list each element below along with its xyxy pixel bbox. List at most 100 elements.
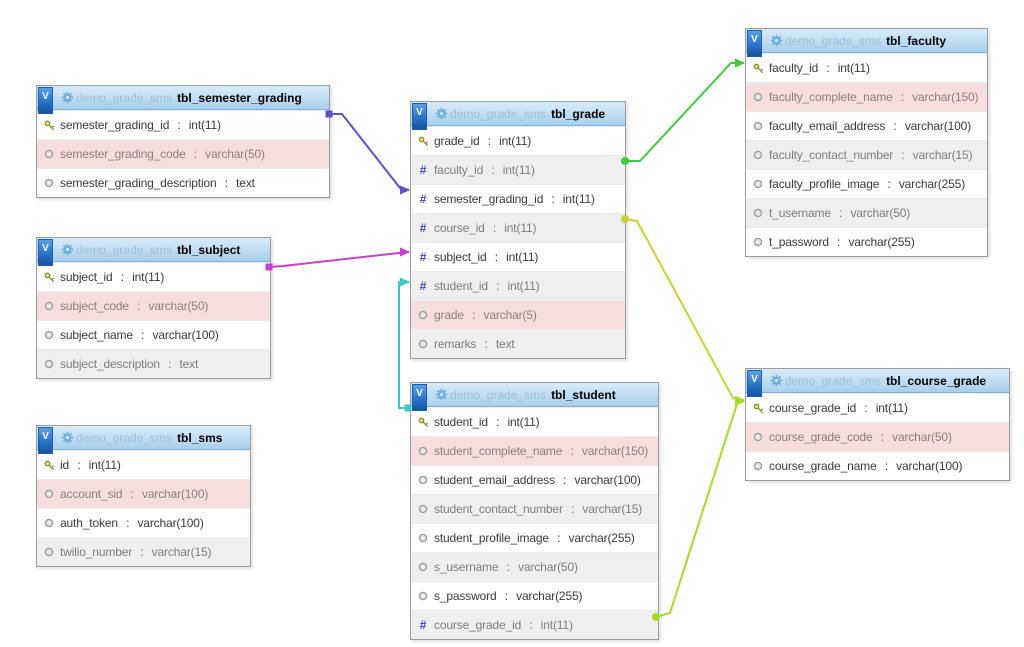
separator: : xyxy=(890,119,900,133)
toggle-badge[interactable]: v xyxy=(38,239,53,266)
table-tbl_faculty[interactable]: vdemo_grade_smstbl_facultyfaculty_id : i… xyxy=(745,28,988,257)
column-name: id xyxy=(60,458,69,472)
column-row[interactable]: subject_code : varchar(50) xyxy=(37,291,270,320)
column-row[interactable]: #semester_grading_id : int(11) xyxy=(411,184,625,213)
column-type: varchar(15) xyxy=(152,545,212,559)
separator: : xyxy=(898,90,908,104)
toggle-badge[interactable]: v xyxy=(412,103,427,130)
table-tbl_course_grade[interactable]: vdemo_grade_smstbl_course_gradecourse_gr… xyxy=(745,368,1010,481)
column-row[interactable]: semester_grading_code : varchar(50) xyxy=(37,139,329,168)
table-tbl_semester_grading[interactable]: vdemo_grade_smstbl_semester_gradingsemes… xyxy=(36,85,330,198)
gear-icon[interactable] xyxy=(770,374,783,387)
separator: : xyxy=(560,473,570,487)
column-row[interactable]: account_sid : varchar(100) xyxy=(37,479,250,508)
column-row[interactable]: #faculty_id : int(11) xyxy=(411,155,625,184)
column-name: s_password xyxy=(434,589,497,603)
table-header[interactable]: vdemo_grade_smstbl_sms xyxy=(37,426,250,450)
column-name: semester_grading_description xyxy=(60,176,217,190)
column-row[interactable]: id : int(11) xyxy=(37,450,250,479)
column-icon xyxy=(417,475,429,485)
column-row[interactable]: s_password : varchar(255) xyxy=(411,581,658,610)
column-row[interactable]: remarks : text xyxy=(411,329,625,358)
relation-target-arrow xyxy=(400,186,410,195)
column-row[interactable]: faculty_id : int(11) xyxy=(746,53,987,82)
column-icon xyxy=(752,432,764,442)
column-row[interactable]: auth_token : varchar(100) xyxy=(37,508,250,537)
column-row[interactable]: subject_name : varchar(100) xyxy=(37,320,270,349)
database-name: demo_grade_sms xyxy=(450,388,546,402)
column-row[interactable]: subject_id : int(11) xyxy=(37,262,270,291)
table-header[interactable]: vdemo_grade_smstbl_faculty xyxy=(746,29,987,53)
separator: : xyxy=(488,163,498,177)
foreign-key-icon: # xyxy=(417,221,429,235)
column-row[interactable]: faculty_email_address : varchar(100) xyxy=(746,111,987,140)
column-icon xyxy=(417,562,429,572)
separator: : xyxy=(469,308,479,322)
gear-icon[interactable] xyxy=(435,388,448,401)
column-type: text xyxy=(179,357,198,371)
column-row[interactable]: faculty_profile_image : varchar(255) xyxy=(746,169,987,198)
column-icon xyxy=(752,179,764,189)
column-icon xyxy=(417,310,429,320)
separator: : xyxy=(123,516,133,530)
column-row[interactable]: student_profile_image : varchar(255) xyxy=(411,523,658,552)
column-type: int(11) xyxy=(507,279,539,293)
column-row[interactable]: #student_id : int(11) xyxy=(411,271,625,300)
gear-icon[interactable] xyxy=(61,243,74,256)
separator: : xyxy=(548,192,558,206)
column-icon xyxy=(43,178,55,188)
column-name: faculty_profile_image xyxy=(769,177,879,191)
column-icon xyxy=(43,489,55,499)
toggle-badge[interactable]: v xyxy=(747,30,762,57)
table-header[interactable]: vdemo_grade_smstbl_student xyxy=(411,383,658,407)
column-row[interactable]: #subject_id : int(11) xyxy=(411,242,625,271)
table-header[interactable]: vdemo_grade_smstbl_semester_grading xyxy=(37,86,329,110)
toggle-badge[interactable]: v xyxy=(38,427,53,454)
table-tbl_student[interactable]: vdemo_grade_smstbl_studentstudent_id : i… xyxy=(410,382,659,640)
column-type: varchar(50) xyxy=(518,560,578,574)
column-row[interactable]: student_complete_name : varchar(150) xyxy=(411,436,658,465)
column-row[interactable]: t_username : varchar(50) xyxy=(746,198,987,227)
column-name: grade_id xyxy=(434,134,480,148)
column-row[interactable]: course_grade_code : varchar(50) xyxy=(746,422,1009,451)
column-row[interactable]: grade_id : int(11) xyxy=(411,126,625,155)
column-row[interactable]: student_email_address : varchar(100) xyxy=(411,465,658,494)
gear-icon[interactable] xyxy=(61,91,74,104)
separator: : xyxy=(898,148,908,162)
column-row[interactable]: student_id : int(11) xyxy=(411,407,658,436)
column-name: subject_id xyxy=(60,270,113,284)
table-tbl_sms[interactable]: vdemo_grade_smstbl_smsid : int(11)accoun… xyxy=(36,425,251,567)
column-row[interactable]: student_contact_number : varchar(15) xyxy=(411,494,658,523)
column-row[interactable]: course_grade_id : int(11) xyxy=(746,393,1009,422)
foreign-key-icon: # xyxy=(417,192,429,206)
column-row[interactable]: s_username : varchar(50) xyxy=(411,552,658,581)
column-row[interactable]: faculty_contact_number : varchar(15) xyxy=(746,140,987,169)
table-header[interactable]: vdemo_grade_smstbl_course_grade xyxy=(746,369,1009,393)
column-row[interactable]: #course_id : int(11) xyxy=(411,213,625,242)
column-row[interactable]: course_grade_name : varchar(100) xyxy=(746,451,1009,480)
gear-icon[interactable] xyxy=(61,431,74,444)
column-row[interactable]: grade : varchar(5) xyxy=(411,300,625,329)
table-tbl_grade[interactable]: vdemo_grade_smstbl_gradegrade_id : int(1… xyxy=(410,101,626,359)
toggle-badge[interactable]: v xyxy=(412,384,427,411)
primary-key-icon xyxy=(43,120,55,131)
column-row[interactable]: t_password : varchar(255) xyxy=(746,227,987,256)
column-row[interactable]: semester_grading_id : int(11) xyxy=(37,110,329,139)
toggle-badge[interactable]: v xyxy=(747,370,762,397)
column-name: remarks xyxy=(434,337,476,351)
gear-icon-glyph xyxy=(770,34,783,47)
separator: : xyxy=(485,134,495,148)
table-header[interactable]: vdemo_grade_smstbl_subject xyxy=(37,238,270,262)
column-row[interactable]: semester_grading_description : text xyxy=(37,168,329,197)
gear-icon[interactable] xyxy=(770,34,783,47)
toggle-badge[interactable]: v xyxy=(38,87,53,114)
column-row[interactable]: #course_grade_id : int(11) xyxy=(411,610,658,639)
table-tbl_subject[interactable]: vdemo_grade_smstbl_subjectsubject_id : i… xyxy=(36,237,271,379)
column-row[interactable]: subject_description : text xyxy=(37,349,270,378)
table-header[interactable]: vdemo_grade_smstbl_grade xyxy=(411,102,625,126)
column-row[interactable]: twilio_number : varchar(15) xyxy=(37,537,250,566)
primary-key-icon xyxy=(417,417,429,428)
column-row[interactable]: faculty_complete_name : varchar(150) xyxy=(746,82,987,111)
gear-icon[interactable] xyxy=(435,107,448,120)
